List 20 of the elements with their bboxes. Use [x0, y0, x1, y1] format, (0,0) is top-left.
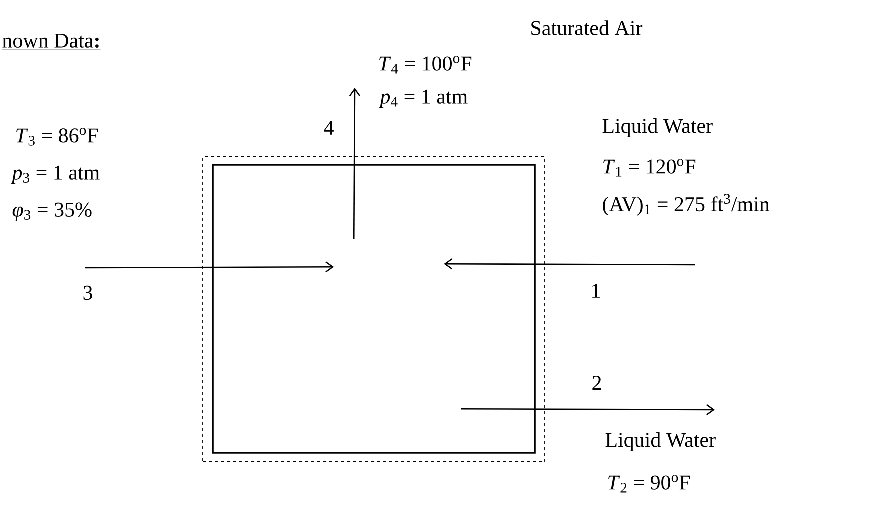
stream-number: 4: [322, 120, 336, 136]
stream-label: T$_{1}$ = 120$^{o}$F: [604, 159, 696, 177]
stream-label: φ$_{3}$ = 35%: [12, 202, 92, 222]
stream-number: 2: [590, 375, 604, 391]
stream-label: T$_{2}$ = 90$^{o}$F: [608, 475, 690, 493]
arrow: [349, 88, 360, 240]
arrow: [85, 262, 334, 273]
heading: nown Data:: [2, 34, 101, 50]
stream-label: T$_{4}$ = 100$^{o}$F: [380, 56, 472, 74]
stream-label: p$_{3}$ = 1 atm: [10, 166, 100, 184]
stream-label: Liquid Water: [602, 118, 713, 138]
stream-number: 3: [82, 284, 94, 302]
stream-number: 1: [590, 283, 602, 299]
stream-label: (AV)$_{1}$ = 275 ft$^{3}$/min: [603, 194, 770, 216]
stream-label: T$_{3}$ = 86$^{o}$F: [16, 128, 98, 146]
stream-label: Saturated Air: [532, 20, 643, 36]
arrow: [444, 258, 695, 270]
stream-label: p$_{4}$ = 1 atm: [378, 90, 468, 108]
arrow: [461, 404, 715, 416]
stream-label: Liquid Water: [606, 432, 716, 452]
